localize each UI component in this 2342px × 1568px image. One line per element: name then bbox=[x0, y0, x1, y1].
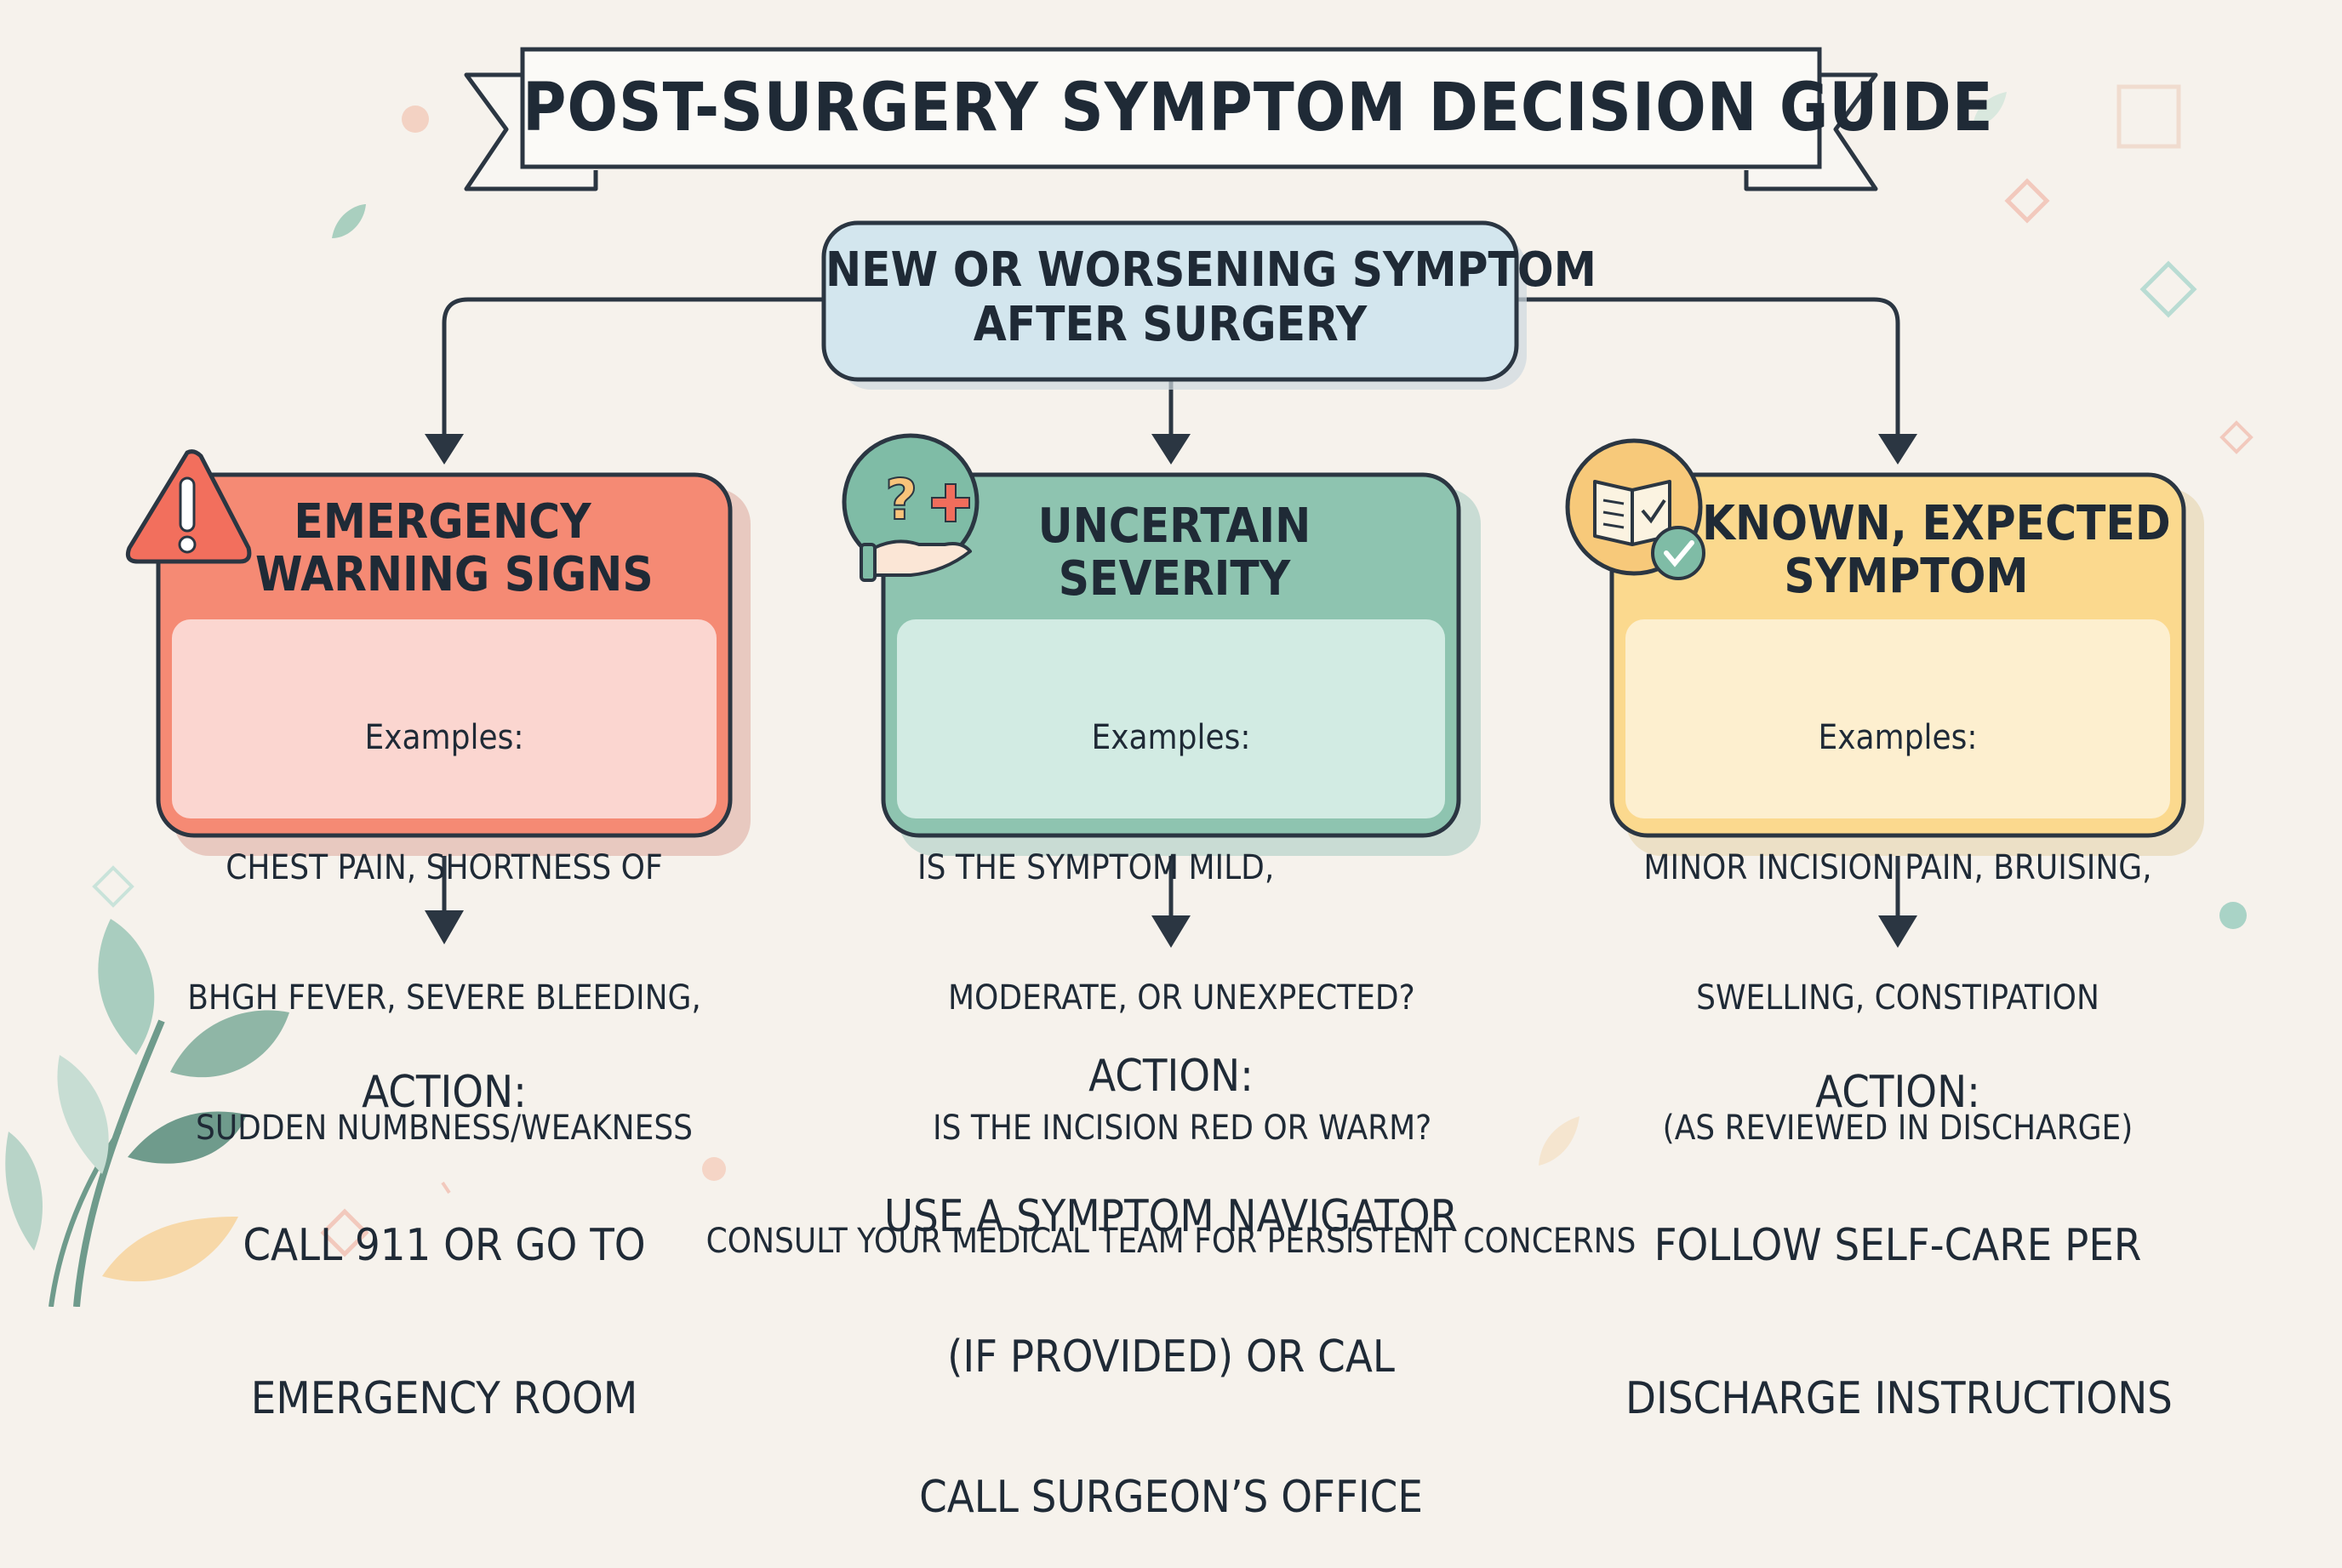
emergency-example-line: BHGH FEVER, SEVERE BLEEDING, bbox=[187, 978, 701, 1018]
start-node bbox=[821, 220, 1527, 390]
start-node-text: NEW OR WORSENING SYMPTOM AFTER SURGERY bbox=[825, 242, 1597, 352]
connector-right bbox=[1517, 297, 1900, 442]
uncertain-examples-panel bbox=[897, 619, 1445, 818]
question-hand-icon: ? bbox=[842, 433, 980, 582]
decor-leaf bbox=[1973, 92, 2007, 128]
start-node-box bbox=[821, 220, 1519, 382]
diagram-canvas: ? bbox=[5, 47, 2253, 1307]
decor-diamond bbox=[320, 1208, 369, 1257]
emergency-action-label: ACTION: bbox=[362, 1067, 527, 1118]
decor-dot bbox=[2219, 902, 2247, 929]
decor-leaf bbox=[332, 204, 366, 238]
uncertain-title-line1: UNCERTAIN bbox=[1037, 499, 1311, 554]
uncertain-title: UNCERTAIN SEVERITY bbox=[979, 500, 1370, 606]
known-title: KNOWN, EXPECTED SYMPTOM bbox=[1702, 496, 2171, 604]
known-card bbox=[1565, 438, 2204, 856]
known-examples: Examples: MINOR INCISION PAIN, BRUISING,… bbox=[1625, 630, 2170, 1194]
connector-left bbox=[442, 297, 824, 442]
uncertain-example-line: MODERATE, OR UNEXPECTED? bbox=[948, 978, 1415, 1018]
arrowheads bbox=[425, 434, 1917, 948]
uncertain-action-line: USE A SYMPTOM NAVIGATOR bbox=[883, 1191, 1459, 1242]
arrowhead bbox=[425, 434, 464, 465]
decor-diamond bbox=[92, 865, 134, 908]
ribbon-body bbox=[520, 47, 1822, 169]
decor-diamond bbox=[2004, 178, 2050, 224]
known-action-line: DISCHARGE INSTRUCTIONS bbox=[1625, 1373, 2173, 1424]
uncertain-example-line: IS THE INCISION RED OR WARM? bbox=[933, 1109, 1432, 1148]
emergency-card bbox=[125, 449, 751, 856]
page-title: POST-SURGERY SYMPTOM DECISION GUIDE bbox=[523, 70, 1994, 146]
emergency-title-line1: EMERGENCY bbox=[294, 494, 591, 550]
uncertain-action-line: (IF PROVIDED) OR CAL bbox=[947, 1331, 1395, 1383]
decor-leaf bbox=[441, 1181, 451, 1195]
known-title-line2: SYMPTOM bbox=[1784, 549, 2029, 604]
emergency-examples-label: Examples: bbox=[364, 718, 524, 757]
uncertain-title-line2: SEVERITY bbox=[1058, 551, 1291, 607]
arrowhead bbox=[1151, 434, 1191, 465]
emergency-example-line: SUDDEN NUMBNESS/WEAKNESS bbox=[195, 1109, 694, 1148]
emergency-example-line: CHEST PAIN, SHORTNESS OF bbox=[226, 848, 663, 887]
known-example-line: SWELLING, CONSTIPATION bbox=[1696, 978, 2099, 1018]
emergency-title: EMERGENCY WARNING SIGNS bbox=[255, 494, 654, 602]
arrowhead bbox=[425, 910, 464, 944]
emergency-action-line: EMERGENCY ROOM bbox=[250, 1373, 638, 1424]
decor-leaf bbox=[1539, 1116, 1579, 1166]
emergency-examples: Examples: CHEST PAIN, SHORTNESS OF BHGH … bbox=[172, 630, 717, 1194]
emergency-examples-panel bbox=[172, 619, 717, 818]
decor-diamond bbox=[2139, 260, 2197, 318]
uncertain-action-label: ACTION: bbox=[1088, 1051, 1254, 1102]
svg-text:?: ? bbox=[885, 467, 917, 533]
arrowhead bbox=[1878, 434, 1917, 465]
known-examples-label: Examples: bbox=[1818, 718, 1978, 757]
uncertain-card: ? bbox=[842, 433, 1481, 856]
decor-square bbox=[2116, 84, 2181, 149]
footer-note: CONSULT YOUR MEDICAL TEAM FOR PERSISTENT… bbox=[705, 1222, 1637, 1261]
known-action-label: ACTION: bbox=[1815, 1067, 1980, 1118]
decor-dot bbox=[402, 105, 429, 133]
warning-triangle-icon bbox=[125, 449, 252, 564]
book-check-icon bbox=[1565, 438, 1705, 580]
emergency-action-line: CALL 911 OR GO TO bbox=[243, 1220, 646, 1271]
background-decorations bbox=[92, 84, 2253, 1257]
title-ribbon bbox=[464, 47, 1878, 191]
known-examples-panel bbox=[1625, 619, 2170, 818]
known-title-line1: KNOWN, EXPECTED bbox=[1702, 496, 2171, 551]
known-action-line: FOLLOW SELF-CARE PER bbox=[1654, 1220, 2142, 1271]
arrowhead bbox=[1878, 915, 1917, 948]
decor-dot bbox=[702, 1157, 726, 1181]
uncertain-action-line: CALL SURGEON’S OFFICE bbox=[919, 1472, 1423, 1523]
emergency-title-line2: WARNING SIGNS bbox=[255, 547, 654, 602]
known-example-line: (AS REVIEWED IN DISCHARGE) bbox=[1662, 1109, 2134, 1148]
known-example-line: MINOR INCISION PAIN, BRUISING, bbox=[1643, 848, 2152, 887]
arrowhead bbox=[1151, 915, 1191, 948]
uncertain-action: ACTION: USE A SYMPTOM NAVIGATOR (IF PROV… bbox=[882, 960, 1460, 1568]
decor-diamond bbox=[2219, 420, 2253, 454]
uncertain-example-line: IS THE SYMPTOM MILD, bbox=[917, 848, 1275, 887]
start-node-line2: AFTER SURGERY bbox=[973, 297, 1368, 352]
uncertain-examples: Examples: IS THE SYMPTOM MILD, MODERATE,… bbox=[897, 630, 1445, 1194]
plant-illustration bbox=[5, 919, 289, 1307]
start-node-line1: NEW OR WORSENING SYMPTOM bbox=[825, 242, 1597, 298]
uncertain-examples-label: Examples: bbox=[1091, 718, 1251, 757]
